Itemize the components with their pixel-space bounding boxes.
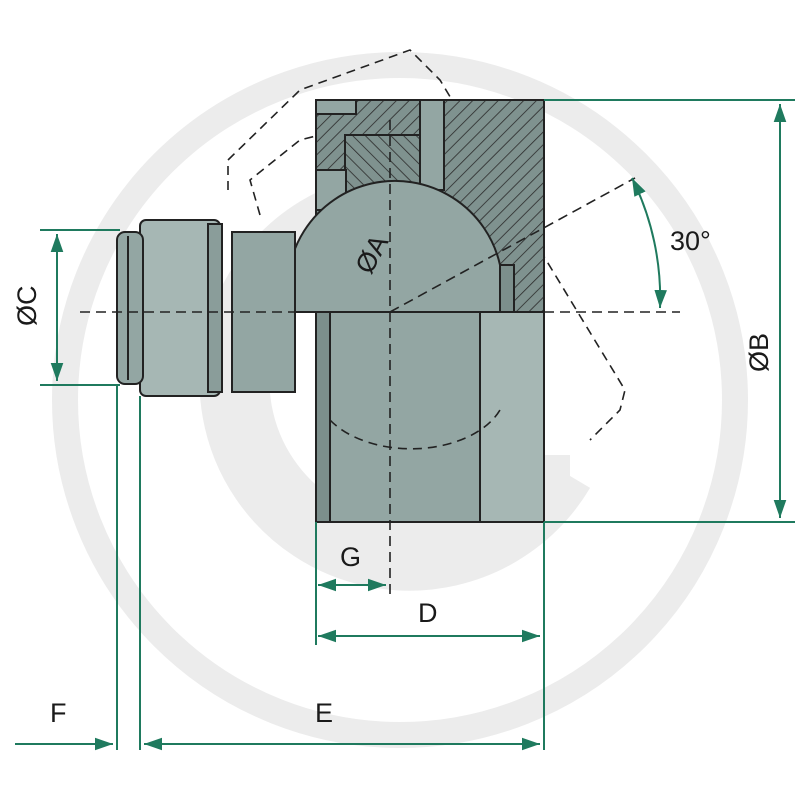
label-dim-c: ØC bbox=[12, 286, 42, 327]
housing-body bbox=[315, 311, 545, 523]
ball-hidden-edge bbox=[329, 409, 501, 450]
label-dim-e: E bbox=[315, 698, 333, 728]
label-dim-f: F bbox=[50, 698, 67, 728]
side-connector bbox=[116, 219, 296, 397]
dimension-lines bbox=[15, 99, 795, 751]
label-dim-d: D bbox=[418, 598, 438, 628]
label-dim-g: G bbox=[340, 542, 361, 572]
label-dim-b: ØB bbox=[744, 333, 774, 372]
label-angle: 30° bbox=[670, 226, 711, 256]
center-lines bbox=[80, 120, 680, 595]
